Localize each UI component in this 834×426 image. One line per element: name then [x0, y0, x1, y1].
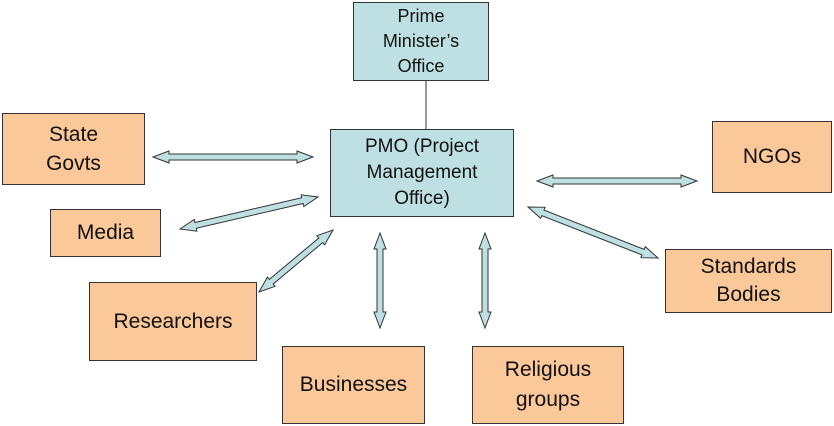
- arrow-pmo-media: [178, 194, 320, 232]
- prime-ministers-office-box: Prime Minister’s Office: [353, 2, 489, 81]
- prime-ministers-office-label: Prime Minister’s Office: [382, 6, 460, 76]
- media-box: Media: [50, 209, 161, 257]
- pmo-label: PMO (Project Management Office): [364, 136, 480, 209]
- researchers-box: Researchers: [89, 282, 257, 361]
- religious-groups-label: Religious groups: [504, 358, 592, 411]
- state-govts-box: State Govts: [2, 113, 145, 185]
- pmo-box: PMO (Project Management Office): [330, 129, 514, 217]
- arrow-pmo-researchers: [257, 229, 335, 293]
- religious-groups-box: Religious groups: [472, 346, 624, 424]
- ngos-box: NGOs: [712, 121, 832, 193]
- standards-bodies-box: Standards Bodies: [665, 249, 832, 313]
- double-arrows: [151, 150, 699, 330]
- researchers-label: Researchers: [113, 309, 233, 333]
- arrow-pmo-standards-bodies: [526, 206, 660, 259]
- media-label: Media: [76, 221, 135, 244]
- arrow-pmo-ngos: [535, 174, 699, 188]
- arrow-pmo-religious-groups: [478, 231, 492, 330]
- ngos-label: NGOs: [742, 145, 802, 168]
- arrow-pmo-businesses: [373, 231, 387, 330]
- standards-bodies-label: Standards Bodies: [700, 255, 797, 306]
- businesses-label: Businesses: [299, 373, 408, 396]
- arrow-pmo-state-govts: [151, 150, 315, 164]
- state-govts-label: State Govts: [46, 123, 101, 175]
- businesses-box: Businesses: [282, 346, 425, 424]
